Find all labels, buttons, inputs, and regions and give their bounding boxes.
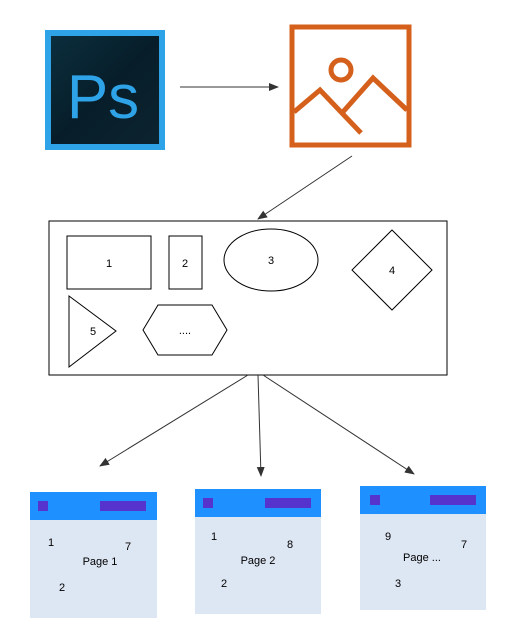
photoshop-label: Ps xyxy=(67,63,139,132)
page-2-number-a: 1 xyxy=(211,531,217,543)
shape-triangle xyxy=(68,295,117,369)
arrow-to-page-2 xyxy=(256,374,265,477)
page-header-bar xyxy=(430,495,476,505)
page-header-bar xyxy=(100,501,146,511)
shape-ellipse-label: 3 xyxy=(268,255,274,267)
page-1-number-b: 7 xyxy=(125,541,131,553)
page-card-1: 1 7 Page 1 2 xyxy=(30,492,157,618)
page-1-title: Page 1 xyxy=(83,556,118,568)
page-3-number-a: 9 xyxy=(385,531,391,543)
shape-rect-1-label: 1 xyxy=(106,258,112,270)
shape-hexagon-label: .... xyxy=(179,325,191,337)
arrow-to-page-1 xyxy=(99,374,249,467)
page-card-3: 9 7 Page ... 3 xyxy=(360,486,486,610)
shape-diamond-label: 4 xyxy=(389,265,395,277)
image-icon xyxy=(289,24,412,148)
page-2-title: Page 2 xyxy=(241,555,276,567)
shape-triangle-label: 5 xyxy=(90,326,96,338)
page-3-title: Page ... xyxy=(403,552,441,564)
page-1-number-c: 2 xyxy=(59,582,65,594)
page-1-number-a: 1 xyxy=(48,537,54,549)
arrow-image-to-shapes xyxy=(257,155,353,220)
photoshop-icon: Ps xyxy=(45,30,165,150)
page-header-block xyxy=(370,495,380,505)
shape-rect-2-label: 2 xyxy=(182,258,188,270)
shape-rect-1 xyxy=(66,235,152,290)
page-2-number-c: 2 xyxy=(221,578,227,590)
shape-hexagon xyxy=(142,304,228,356)
page-card-2: 1 8 Page 2 2 xyxy=(195,489,321,614)
page-3-number-c: 3 xyxy=(395,578,401,590)
page-header-block xyxy=(203,498,213,508)
shape-diamond xyxy=(351,229,433,311)
page-header-bar xyxy=(265,498,311,508)
page-3-number-b: 7 xyxy=(461,539,467,551)
page-header-block xyxy=(38,501,48,511)
shape-ellipse xyxy=(223,228,319,292)
arrow-to-page-3 xyxy=(262,374,415,475)
page-2-number-b: 8 xyxy=(287,539,293,551)
shapes-container: 1 2 3 4 5 .... xyxy=(48,220,448,376)
shape-rect-2 xyxy=(168,235,203,290)
